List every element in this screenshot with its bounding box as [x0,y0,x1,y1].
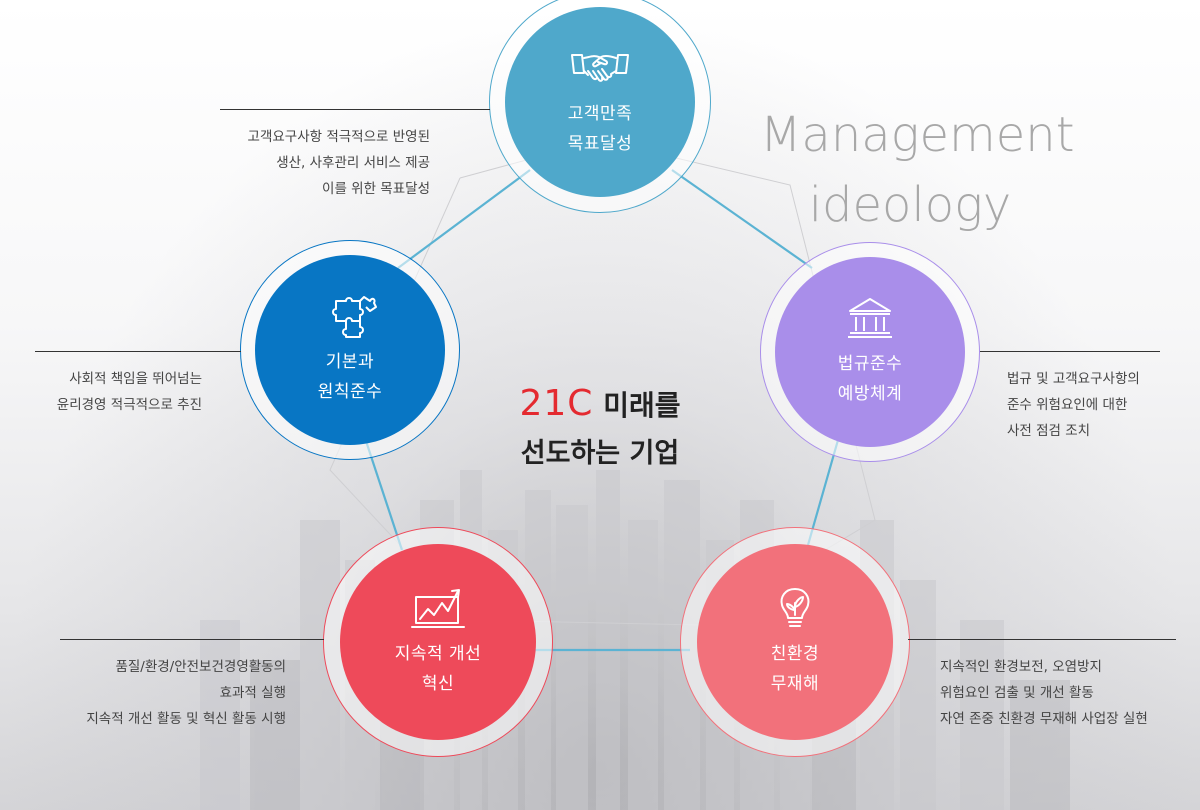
compliance-desc-rule [980,351,1160,352]
lightbulb-leaf-icon [780,588,810,627]
customer-satisfaction-disc[interactable]: 고객만족 목표달성 [505,7,695,197]
bank-building-icon [848,298,892,338]
environment-desc-rule [908,639,1176,640]
basic-principles-label: 기본과 원칙준수 [317,352,383,402]
title-accent: 21C [519,383,594,424]
customer-satisfaction-label: 고객만족 목표달성 [567,104,633,154]
legal-compliance-disc[interactable]: 법규준수 예방체계 [775,257,965,447]
continuous-improvement-label: 지속적 개선 혁신 [394,644,482,694]
customer-description: 고객요구사항 적극적으로 반영된 생산, 사후관리 서비스 제공 이를 위한 목… [247,129,430,197]
center-title-line1: 21C 미래를 [470,380,730,430]
handshake-icon [571,54,629,82]
customer-desc-rule [220,109,490,110]
eco-friendly-disc[interactable]: 친환경 무재해 [697,544,893,740]
watermark-line1: Management [760,107,1075,163]
innovation-description: 품질/환경/안전보건경영활동의 효과적 실행 지속적 개선 활동 및 혁신 활동… [86,659,286,727]
center-title-line2: 선도하는 기업 [520,438,680,469]
innovation-desc-rule [60,639,324,640]
title-line1-rest: 미래를 [603,389,681,422]
environment-description: 지속적인 환경보전, 오염방지 위험요인 검출 및 개선 활동 자연 존중 친환… [940,659,1148,727]
management-ideology-watermark: Management ideology [760,100,1075,240]
center-title: 21C 미래를 선도하는 기업 [470,380,730,478]
eco-friendly-label: 친환경 무재해 [770,644,820,694]
basic-principles-disc[interactable]: 기본과 원칙준수 [255,255,445,445]
watermark-line2: ideology [808,177,1012,233]
legal-compliance-label: 법규준수 예방체계 [837,354,903,404]
chart-rising-icon [411,589,465,628]
principle-description: 사회적 책임을 뛰어넘는 윤리경영 적극적으로 추진 [56,371,202,413]
compliance-description: 법규 및 고객요구사항의 준수 위험요인에 대한 사전 점검 조치 [1007,371,1140,439]
puzzle-pieces-icon [332,296,377,338]
principle-desc-rule [35,351,241,352]
continuous-improvement-disc[interactable]: 지속적 개선 혁신 [340,544,536,740]
